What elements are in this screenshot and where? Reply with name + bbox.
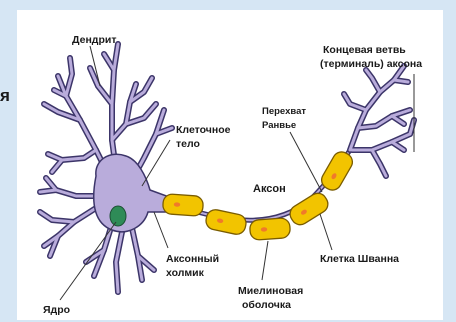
label-terminal-line1: Концевая ветвь: [323, 44, 406, 56]
leader-schwann: [320, 214, 332, 250]
label-myelin-line1: Миелиновая: [238, 285, 303, 297]
label-axon: Аксон: [253, 183, 286, 195]
leader-hillock: [154, 212, 168, 248]
cell-body: [94, 154, 172, 232]
leader-node: [290, 132, 322, 192]
label-schwann: Клетка Шванна: [320, 253, 399, 265]
label-hillock-line2: холмик: [166, 267, 205, 279]
leader-myelin: [262, 241, 268, 280]
label-dendrite: Дендрит: [72, 34, 116, 46]
label-hillock-line1: Аксонный: [166, 253, 219, 265]
label-node-line2: Ранвье: [262, 120, 296, 131]
label-myelin-line2: оболочка: [242, 299, 291, 311]
label-node-line1: Перехват: [262, 106, 306, 117]
label-terminal-line2: (терминаль) аксона: [320, 58, 422, 70]
nucleus: [110, 206, 126, 226]
schwann-cell: [287, 190, 332, 228]
leader-nucleus: [60, 222, 116, 300]
label-cellbody-line2: тело: [176, 138, 200, 150]
axon-terminal: [344, 66, 414, 176]
label-nucleus: Ядро: [43, 304, 70, 316]
label-cellbody-line1: Клеточное: [176, 124, 231, 136]
